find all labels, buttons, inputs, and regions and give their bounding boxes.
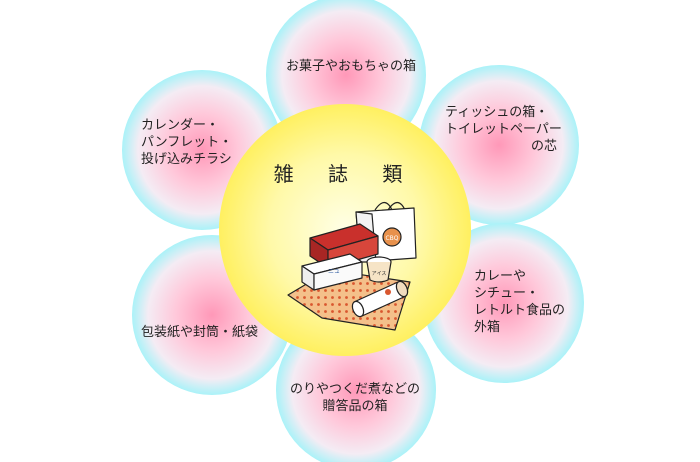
petal-label-line: シチュー・: [474, 286, 540, 301]
cup-label: アイス: [372, 271, 387, 277]
petal-label-line: カレンダー・: [141, 118, 220, 133]
paper-items-illustration: CBQ ニュ アイス: [287, 201, 417, 331]
petal-label-upper-left: カレンダー・ パンフレット・ 投げ込みチラシ: [141, 117, 232, 168]
petal-label-line: レトルト食品の: [474, 303, 566, 318]
tissue-box-icon: ニュ: [301, 253, 363, 291]
petal-label-line: カレーや: [474, 269, 527, 284]
ice-cream-cup-icon: アイス: [366, 256, 392, 283]
petal-label-line: 投げ込みチラシ: [141, 152, 232, 167]
petal-label-line: 贈答品の箱: [322, 399, 388, 414]
box-label: ニュ: [328, 268, 340, 275]
petal-label-line: の芯: [531, 139, 558, 154]
paper-tube-icon: [351, 280, 409, 318]
petal-label-line: トイレットペーパー: [445, 122, 562, 137]
svg-text:CBQ: CBQ: [385, 235, 398, 242]
petal-label-line: 外箱: [474, 320, 501, 335]
petal-label-line: 包装紙や封筒・紙袋: [141, 325, 259, 340]
petal-label-upper-right: ティッシュの箱・ トイレットペーパー の芯: [445, 104, 562, 155]
center-title: 雑 誌 類: [273, 162, 417, 186]
petal-label-lower-right: カレーや シチュー・ レトルト食品の 外箱: [474, 268, 565, 336]
petal-label-bottom: のりやつくだ煮などの 贈答品の箱: [290, 381, 420, 415]
petal-label-lower-left: 包装紙や封筒・紙袋: [141, 324, 258, 341]
petal-label-top: お菓子やおもちゃの箱: [286, 58, 416, 75]
petal-label-line: ティッシュの箱・: [445, 105, 549, 120]
petal-label-line: お菓子やおもちゃの箱: [286, 59, 417, 74]
petal-label-line: のりやつくだ煮などの: [290, 382, 421, 397]
petal-label-line: パンフレット・: [141, 135, 233, 150]
